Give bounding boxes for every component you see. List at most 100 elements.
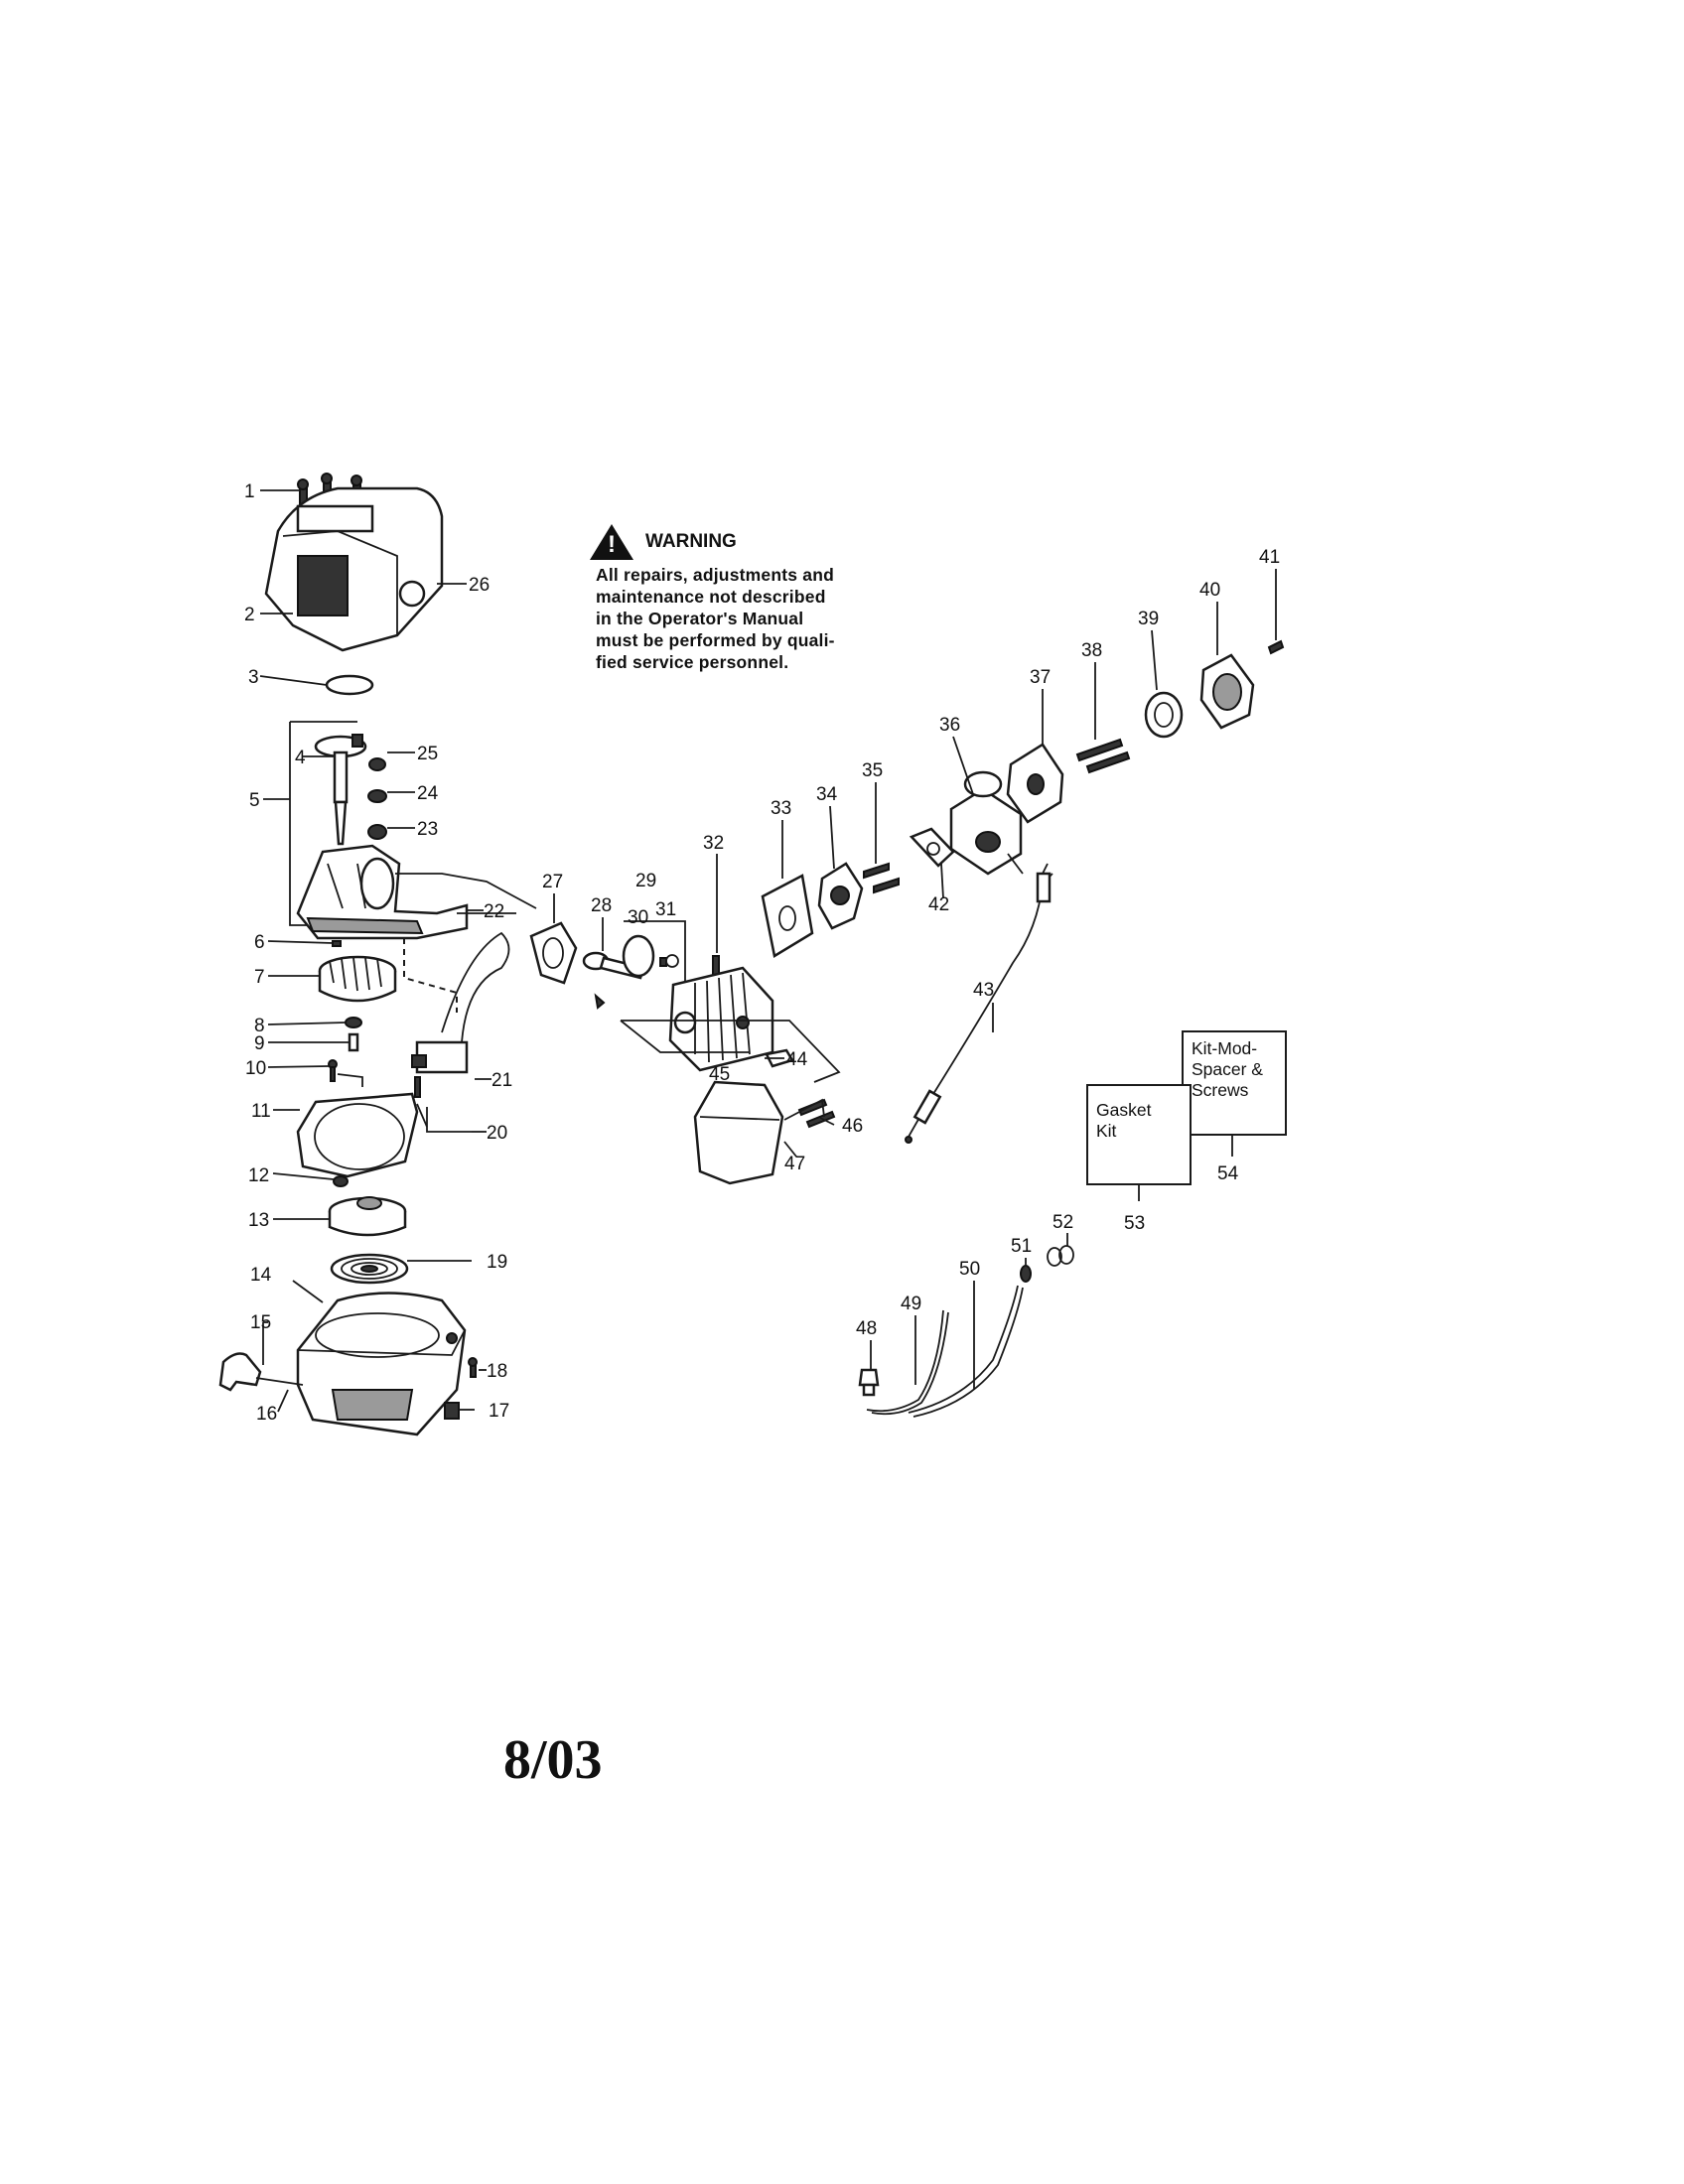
warning-line: All repairs, adjustments and <box>596 565 834 585</box>
part-number-label: 39 <box>1138 609 1159 629</box>
piston-icon <box>622 934 679 978</box>
part-number-label: 26 <box>469 575 490 596</box>
gasket-kit-box: Gasket Kit <box>1086 1084 1192 1185</box>
starter-housing-icon <box>296 1292 467 1436</box>
part-number-labels: 1 2 3 4 5 6 7 8 9 10 11 12 13 14 15 16 1… <box>244 481 1280 1425</box>
part-number-label: 40 <box>1199 580 1220 601</box>
leader-lines <box>259 489 1277 1413</box>
carb-gasket-icon <box>909 827 955 868</box>
part-number-label: 22 <box>484 901 504 922</box>
part-number-label: 11 <box>251 1101 271 1122</box>
part-number-label: 32 <box>703 833 724 854</box>
part-number-label: 1 <box>244 481 255 502</box>
part-number-label: 25 <box>417 744 438 764</box>
part-number-label: 12 <box>248 1165 269 1186</box>
part-number-label: 9 <box>254 1033 265 1054</box>
kit-line: Gasket <box>1096 1100 1152 1120</box>
engine-shroud-icon <box>264 486 444 652</box>
part-number-label: 16 <box>256 1404 277 1425</box>
carburetor-gasket-icon <box>761 874 814 958</box>
part-number-label: 2 <box>244 605 255 625</box>
hose-clips-icon <box>1047 1245 1074 1267</box>
warning-header: WARNING <box>590 524 894 560</box>
spacer-icon <box>348 1032 359 1052</box>
part-number-label: 27 <box>542 872 563 892</box>
starter-handle-icon <box>218 1352 304 1392</box>
date-stamp: 8/03 <box>503 1729 603 1791</box>
part-number-label: 13 <box>248 1210 269 1231</box>
part-number-label: 50 <box>959 1259 980 1280</box>
warning-line: fied service personnel. <box>596 652 789 672</box>
retainer-icon <box>333 1175 349 1187</box>
part-number-label: 52 <box>1052 1212 1073 1233</box>
kit-line: Spacer & <box>1192 1059 1263 1079</box>
air-filter-cover-icon <box>1199 653 1255 730</box>
part-number-label: 17 <box>489 1401 509 1422</box>
part-number-label: 46 <box>842 1116 863 1137</box>
starter-gasket-icon <box>296 1092 419 1178</box>
part-number-label: 8 <box>254 1016 265 1036</box>
muffler-icon <box>693 1080 784 1185</box>
part-number-label: 10 <box>245 1058 266 1079</box>
carburetor-screws-icon <box>863 862 900 894</box>
air-filter-element-icon <box>1144 691 1184 739</box>
part-number-label: 41 <box>1259 547 1280 568</box>
part-number-label: 14 <box>250 1265 272 1286</box>
crankcase-icon <box>296 844 469 940</box>
cover-screw-icon <box>1267 639 1285 655</box>
fuel-filter-icon <box>1020 1265 1032 1283</box>
part-number-label: 7 <box>254 967 265 988</box>
kit-number-label: 53 <box>1124 1213 1145 1234</box>
housing-screw-icon <box>468 1357 478 1378</box>
part-number-label: 4 <box>295 748 306 768</box>
part-number-label: 34 <box>816 784 838 805</box>
warning-line: maintenance not described <box>596 587 826 607</box>
part-number-label: 21 <box>491 1070 512 1091</box>
part-number-label: 29 <box>635 871 656 891</box>
part-number-label: 15 <box>250 1312 271 1333</box>
part-number-label: 28 <box>591 895 612 916</box>
part-number-label: 38 <box>1081 640 1102 661</box>
kit-line: Kit-Mod- <box>1192 1038 1258 1058</box>
warning-title: WARNING <box>645 531 737 552</box>
part-number-label: 42 <box>928 894 949 915</box>
part-number-label: 19 <box>487 1252 507 1273</box>
part-number-label: 49 <box>901 1294 921 1314</box>
air-filter-screws-icon <box>1075 738 1131 774</box>
part-number-label: 37 <box>1030 667 1051 688</box>
recoil-spring-icon <box>330 1253 409 1285</box>
fuel-return-line-icon <box>908 1285 1019 1414</box>
kit-line: Kit <box>1096 1121 1117 1141</box>
part-drawings <box>218 473 1285 1436</box>
part-number-label: 3 <box>248 667 259 688</box>
warning-text: All repairs, adjustments and maintenance… <box>596 564 894 673</box>
warning-triangle-icon <box>590 524 633 560</box>
key-icon <box>332 940 342 947</box>
part-number-label: 51 <box>1011 1236 1032 1257</box>
carburetor-icon <box>949 770 1024 876</box>
nut-icon <box>345 1017 362 1028</box>
part-number-label: 47 <box>784 1154 805 1174</box>
cylinder-icon <box>668 966 774 1072</box>
starter-pulley-icon <box>328 1196 407 1237</box>
warning-notice: WARNING All repairs, adjustments and mai… <box>590 524 894 673</box>
intake-gasket-icon <box>529 921 578 985</box>
drive-shaft-icon <box>314 734 367 846</box>
part-number-label: 48 <box>856 1318 877 1339</box>
primer-bulb-icon <box>858 1368 880 1397</box>
flywheel-icon <box>318 955 397 1003</box>
part-number-label: 18 <box>487 1361 507 1382</box>
part-number-label: 24 <box>417 783 439 804</box>
throttle-cable-icon <box>905 863 1053 1144</box>
warning-line: must be performed by quali- <box>596 630 835 650</box>
part-number-label: 6 <box>254 932 265 953</box>
part-number-label: 30 <box>628 907 648 928</box>
part-number-label: 43 <box>973 980 994 1001</box>
fuel-line-icon <box>866 1309 944 1413</box>
part-number-label: 44 <box>786 1049 808 1070</box>
o-ring-icon <box>325 674 374 696</box>
bushing-icon <box>444 1402 460 1420</box>
kit-number-label: 54 <box>1217 1163 1239 1184</box>
warning-line: in the Operator's Manual <box>596 609 804 628</box>
